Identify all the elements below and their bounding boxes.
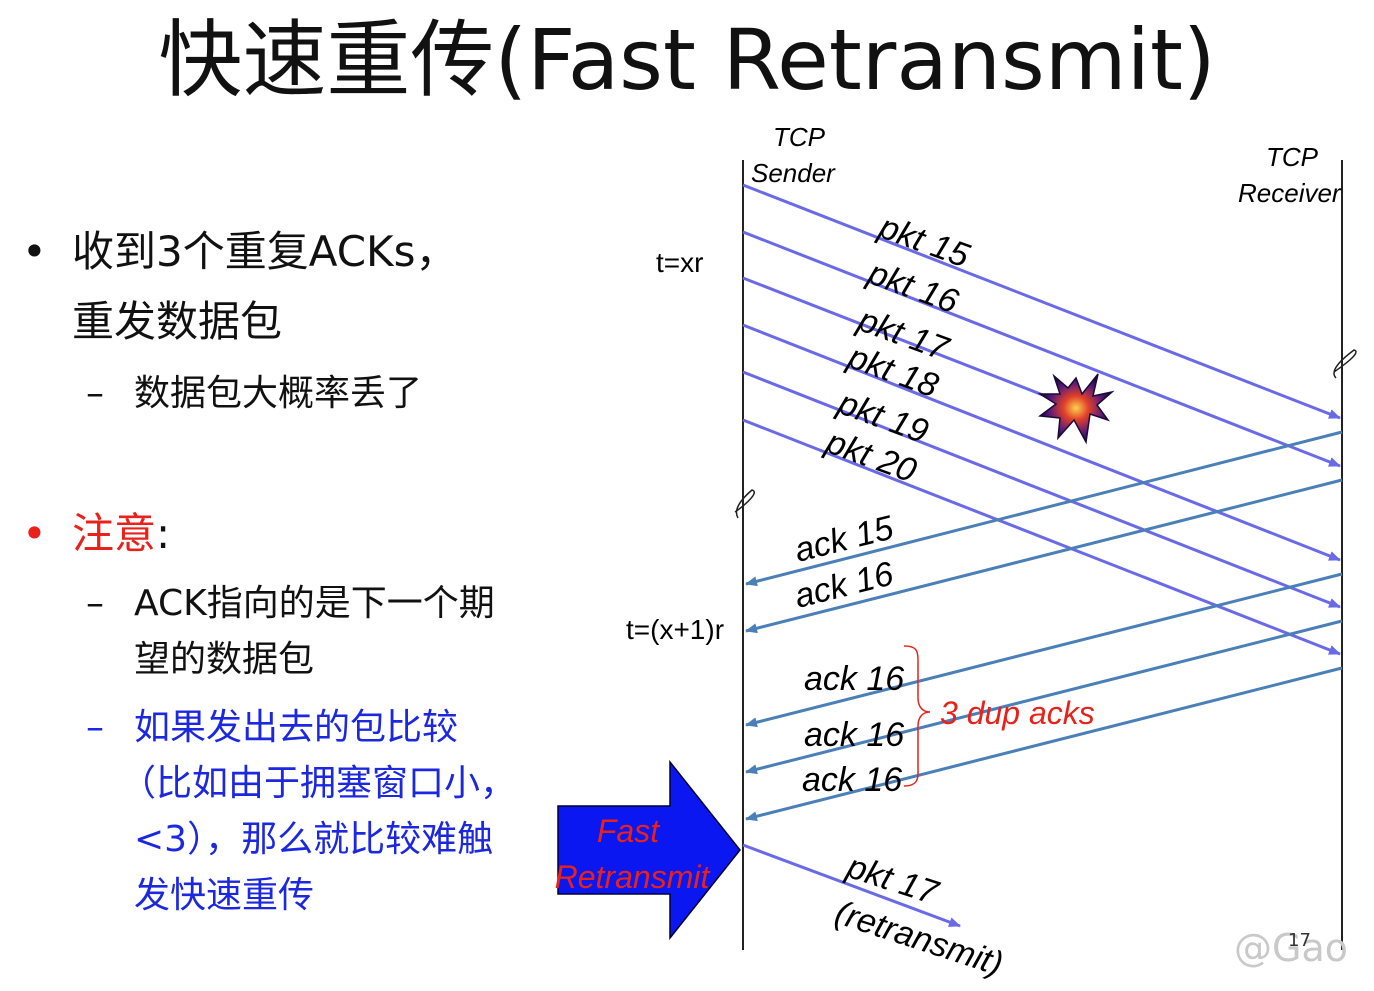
note-colon: : xyxy=(156,509,171,558)
sender-label-line1: TCP xyxy=(773,122,826,152)
dup-acks-brace xyxy=(903,645,931,787)
pkt17-retransmit-arrow xyxy=(742,843,961,928)
sub-bullet-congestion: – 如果发出去的包比较 （比如由于拥塞窗口小， <3），那么就比较难触 发快速重… xyxy=(86,700,516,924)
dup-ack2-arrow xyxy=(745,619,1343,775)
bullet-dot: • xyxy=(22,509,47,558)
sub-bullet-ack-line1: ACK指向的是下一个期 xyxy=(134,583,495,624)
sub-bullet-ack-next: – ACK指向的是下一个期 望的数据包 xyxy=(86,576,495,688)
time-start-label: t=xr xyxy=(656,247,703,278)
watermark: @Gao xyxy=(1234,926,1348,970)
packet-loss-burst-icon xyxy=(1037,373,1115,445)
pkt18-arrow xyxy=(742,323,1341,562)
fast-retransmit-line1: Fast xyxy=(597,813,660,849)
receiver-label-line1: TCP xyxy=(1266,142,1319,172)
bullet-resend-line1: 收到3个重复ACKs， xyxy=(72,227,458,276)
dash-marker: – xyxy=(86,583,104,624)
sub-bullet-congestion-line1: 如果发出去的包比较 xyxy=(134,707,459,748)
dup-ack2-label: ack 16 xyxy=(804,716,904,754)
page-number: 17 xyxy=(1288,930,1311,951)
dup-ack3-label: ack 16 xyxy=(802,761,902,799)
bullet-resend-line2: 重发数据包 xyxy=(72,297,283,346)
bullet-resend: • 收到3个重复ACKs， 重发数据包 xyxy=(22,224,458,350)
dash-marker: – xyxy=(86,707,104,748)
ack15-arrow xyxy=(745,430,1343,587)
dash-marker: – xyxy=(86,373,104,414)
time-end-label: t=(x+1)r xyxy=(626,614,724,645)
sender-label-line2: Sender xyxy=(751,158,836,188)
pkt17-arrow-lost xyxy=(742,276,1067,406)
fast-retransmit-arrow-icon xyxy=(557,759,741,941)
bullet-note: • 注意: xyxy=(22,506,171,562)
sub-bullet-lost-text: 数据包大概率丢了 xyxy=(134,373,423,414)
receiver-label-line2: Receiver xyxy=(1238,178,1342,208)
note-heading: 注意 xyxy=(72,509,157,558)
dup-acks-label: 3 dup acks xyxy=(940,695,1095,731)
pkt15-arrow xyxy=(742,183,1341,420)
sender-break-mark xyxy=(734,489,755,519)
bullet-dot: • xyxy=(22,227,47,276)
sub-bullet-congestion-line3: <3），那么就比较难触 xyxy=(134,819,494,860)
sub-bullet-ack-line2: 望的数据包 xyxy=(134,639,315,680)
pkt20-arrow xyxy=(742,418,1341,656)
sub-bullet-lost: – 数据包大概率丢了 xyxy=(86,366,423,422)
sub-bullet-congestion-line4: 发快速重传 xyxy=(134,875,315,916)
dup-ack1-arrow xyxy=(745,572,1343,728)
sub-bullet-congestion-line2: （比如由于拥塞窗口小， xyxy=(120,763,517,804)
dup-ack3-arrow xyxy=(745,666,1343,822)
fast-retransmit-line2: Retransmit xyxy=(555,859,711,895)
ack16-arrow xyxy=(745,478,1343,634)
dup-ack1-label: ack 16 xyxy=(804,660,904,698)
pkt19-arrow xyxy=(742,370,1341,609)
pkt16-arrow xyxy=(742,230,1341,468)
receiver-break-mark xyxy=(1333,349,1357,379)
page-title: 快速重传(Fast Retransmit) xyxy=(158,11,1216,109)
